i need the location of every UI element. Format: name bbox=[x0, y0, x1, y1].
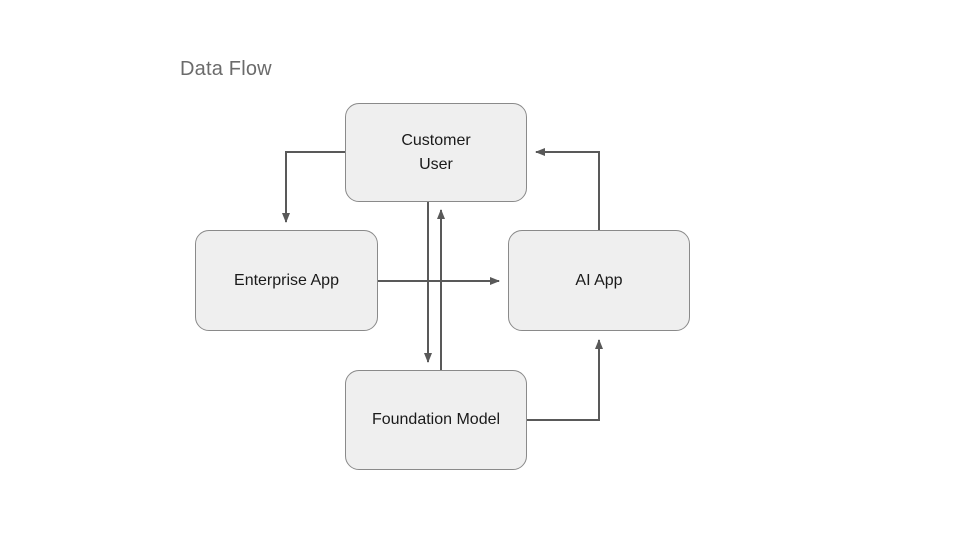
node-enterprise-app[interactable]: Enterprise App bbox=[195, 230, 378, 331]
page-title: Data Flow bbox=[180, 58, 272, 80]
node-enterprise-app-label: Enterprise App bbox=[234, 271, 339, 289]
node-customer-user-label: Customer User bbox=[401, 132, 471, 173]
node-customer-user[interactable]: Customer User bbox=[345, 103, 527, 202]
edge-customer-to-enterprise bbox=[282, 151, 345, 223]
node-ai-app-label: AI App bbox=[575, 271, 623, 289]
edge-aiapp-to-customer bbox=[535, 148, 600, 230]
node-foundation-model[interactable]: Foundation Model bbox=[345, 370, 527, 470]
edge-foundation-to-aiapp bbox=[527, 339, 603, 421]
node-ai-app[interactable]: AI App bbox=[508, 230, 690, 331]
node-foundation-model-label: Foundation Model bbox=[371, 411, 501, 429]
